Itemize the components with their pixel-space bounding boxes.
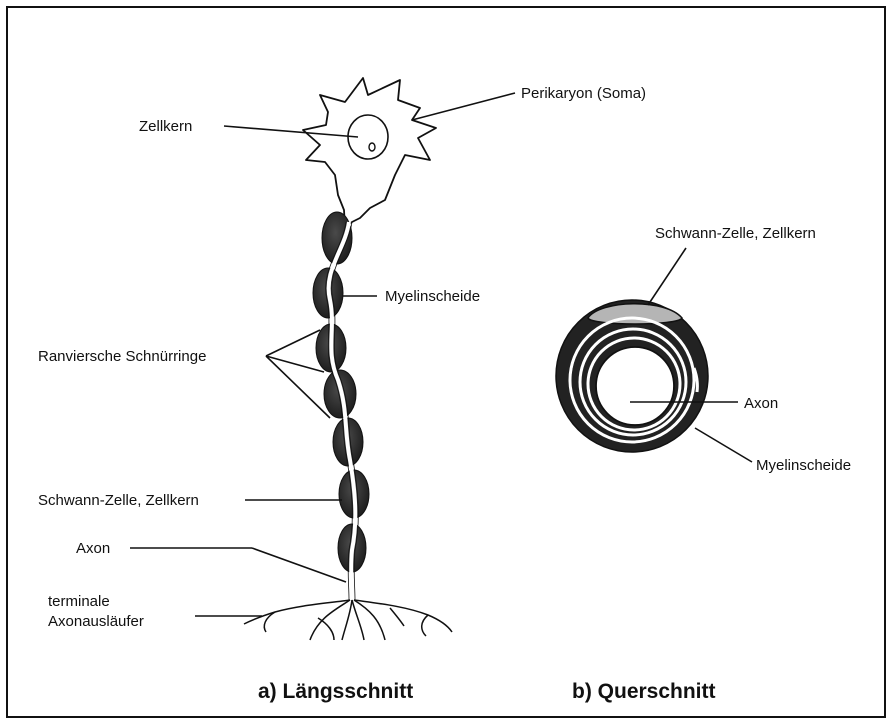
label-myelin-a: Myelinscheide [385, 288, 480, 305]
caption-cross-section: b) Querschnitt [572, 680, 716, 703]
label-soma: Perikaryon (Soma) [521, 85, 646, 102]
label-terminal-1: terminale [48, 593, 110, 610]
label-schwann-b: Schwann-Zelle, Zellkern [655, 225, 816, 242]
label-myelin-b: Myelinscheide [756, 457, 851, 474]
label-axon-b: Axon [744, 395, 778, 412]
nucleolus-shape [369, 143, 375, 151]
label-terminal-2: Axonausläufer [48, 613, 144, 630]
label-nucleus: Zellkern [139, 118, 192, 135]
label-nodes: Ranviersche Schnürringe [38, 348, 206, 365]
label-axon-a: Axon [76, 540, 110, 557]
terminal-branches [244, 600, 452, 640]
cross-section: Schwann-Zelle, Zellkern Axon Myelinschei… [556, 225, 851, 703]
axon-core [596, 347, 674, 425]
neuron-longitudinal: Zellkern Perikaryon (Soma) Myelinscheide… [38, 78, 646, 703]
caption-longitudinal: a) Längsschnitt [258, 680, 413, 703]
label-schwann-a: Schwann-Zelle, Zellkern [38, 492, 199, 509]
